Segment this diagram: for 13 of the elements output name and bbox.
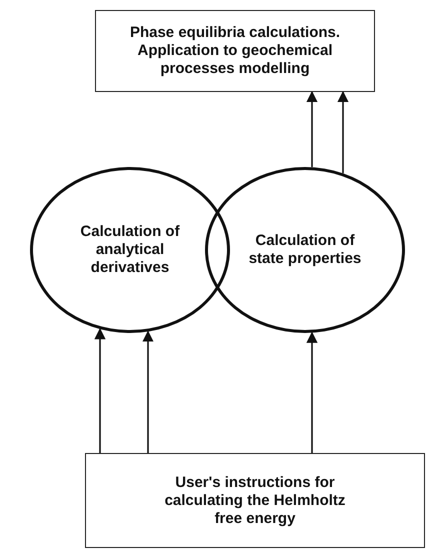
process-box [85,453,425,548]
arrow [94,328,106,453]
node-text: Calculation of state properties [248,232,362,268]
arrow [306,332,318,453]
process-ellipse [205,167,405,333]
arrow [142,330,154,453]
process-ellipse [30,167,230,333]
node-text: Phase equilibria calculations. Application to geochemical processes modelling [128,24,342,78]
process-box [95,10,375,92]
arrow [337,90,349,174]
node-text: User's instructions for calculating the Helmholtz free energy [164,474,346,528]
node-text: Calculation of analytical derivatives [79,223,181,277]
arrow [306,90,318,168]
